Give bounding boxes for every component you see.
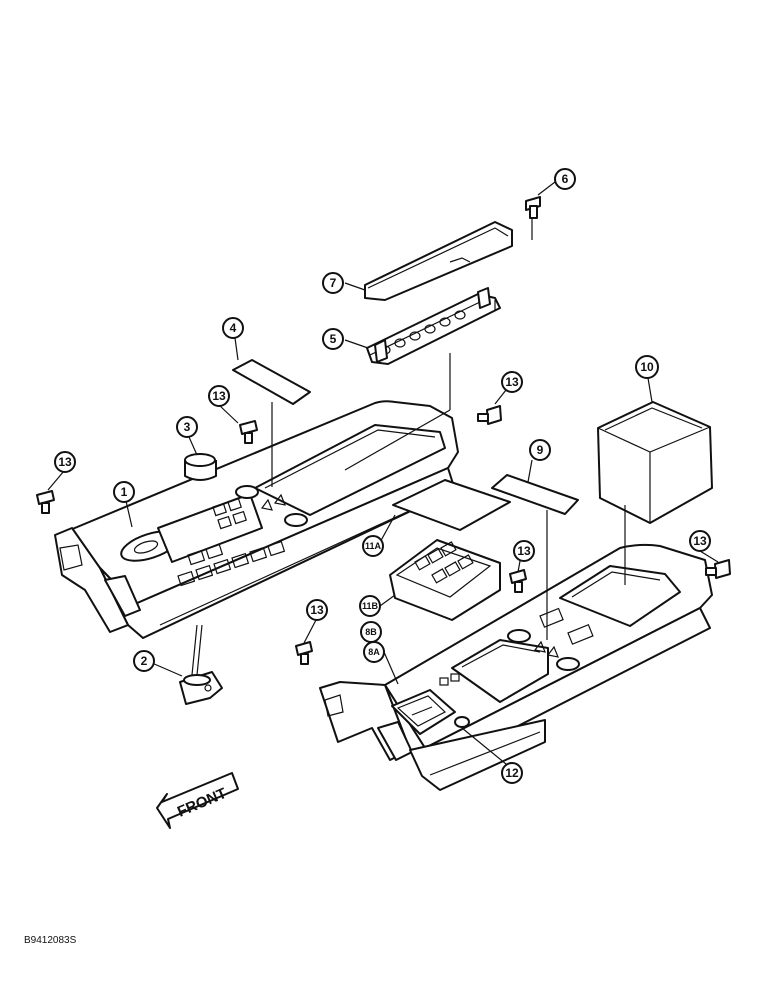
callout-11b: 11B bbox=[359, 595, 381, 617]
figure-code: B9412083S bbox=[24, 935, 77, 946]
bin-part-10 bbox=[597, 401, 713, 524]
leader-lines bbox=[47, 181, 719, 765]
callout-13-c: 13 bbox=[501, 371, 523, 393]
right-console bbox=[319, 543, 713, 791]
svg-text:3: 3 bbox=[184, 420, 191, 434]
mat-part-11a bbox=[392, 479, 511, 531]
front-arrow: FRONT bbox=[156, 772, 239, 829]
callout-9: 9 bbox=[529, 439, 551, 461]
pad-part-9 bbox=[491, 474, 579, 515]
bolt-part-13-e bbox=[705, 559, 731, 579]
svg-text:9: 9 bbox=[537, 443, 544, 457]
callout-1: 1 bbox=[113, 481, 135, 503]
callout-8b: 8B bbox=[360, 621, 382, 643]
svg-text:13: 13 bbox=[58, 455, 72, 469]
svg-text:7: 7 bbox=[330, 276, 337, 290]
cover-part-7 bbox=[364, 221, 513, 301]
svg-text:10: 10 bbox=[640, 360, 654, 374]
callout-13-a: 13 bbox=[54, 451, 76, 473]
sensor-part-2 bbox=[179, 624, 223, 705]
callout-11a: 11A bbox=[362, 535, 384, 557]
bolt-part-13-a bbox=[36, 490, 55, 514]
callout-7: 7 bbox=[322, 272, 344, 294]
bolt-part-13-b bbox=[239, 420, 258, 444]
callout-3: 3 bbox=[176, 416, 198, 438]
knob-part-3 bbox=[184, 453, 217, 481]
callout-13-b: 13 bbox=[208, 385, 230, 407]
callout-12: 12 bbox=[501, 762, 523, 784]
pad-part-4 bbox=[232, 359, 311, 405]
callout-8a: 8A bbox=[363, 641, 385, 663]
bolt-part-13-f bbox=[295, 641, 313, 665]
callout-13-f: 13 bbox=[306, 599, 328, 621]
svg-text:2: 2 bbox=[141, 654, 148, 668]
svg-text:13: 13 bbox=[517, 544, 531, 558]
left-console bbox=[54, 400, 459, 639]
callout-13-e: 13 bbox=[689, 530, 711, 552]
svg-text:5: 5 bbox=[330, 332, 337, 346]
svg-text:13: 13 bbox=[310, 603, 324, 617]
holder-part-5 bbox=[366, 287, 501, 365]
callout-2: 2 bbox=[133, 650, 155, 672]
svg-text:4: 4 bbox=[230, 321, 237, 335]
svg-text:11A: 11A bbox=[365, 541, 382, 551]
svg-text:8B: 8B bbox=[365, 627, 377, 637]
callout-5: 5 bbox=[322, 328, 344, 350]
svg-text:1: 1 bbox=[121, 485, 128, 499]
callout-6: 6 bbox=[554, 168, 576, 190]
callout-13-d: 13 bbox=[513, 540, 535, 562]
callout-10: 10 bbox=[635, 355, 659, 379]
svg-text:12: 12 bbox=[505, 766, 519, 780]
svg-text:11B: 11B bbox=[362, 601, 379, 611]
bolt-part-13-d bbox=[509, 569, 527, 593]
svg-text:13: 13 bbox=[693, 534, 707, 548]
bolt-part-13-c bbox=[477, 405, 502, 425]
svg-text:13: 13 bbox=[505, 375, 519, 389]
svg-text:8A: 8A bbox=[368, 647, 380, 657]
callout-4: 4 bbox=[222, 317, 244, 339]
tray-part-11b bbox=[389, 539, 501, 621]
screw-part-6 bbox=[525, 196, 541, 219]
svg-text:13: 13 bbox=[212, 389, 226, 403]
svg-text:6: 6 bbox=[562, 172, 569, 186]
